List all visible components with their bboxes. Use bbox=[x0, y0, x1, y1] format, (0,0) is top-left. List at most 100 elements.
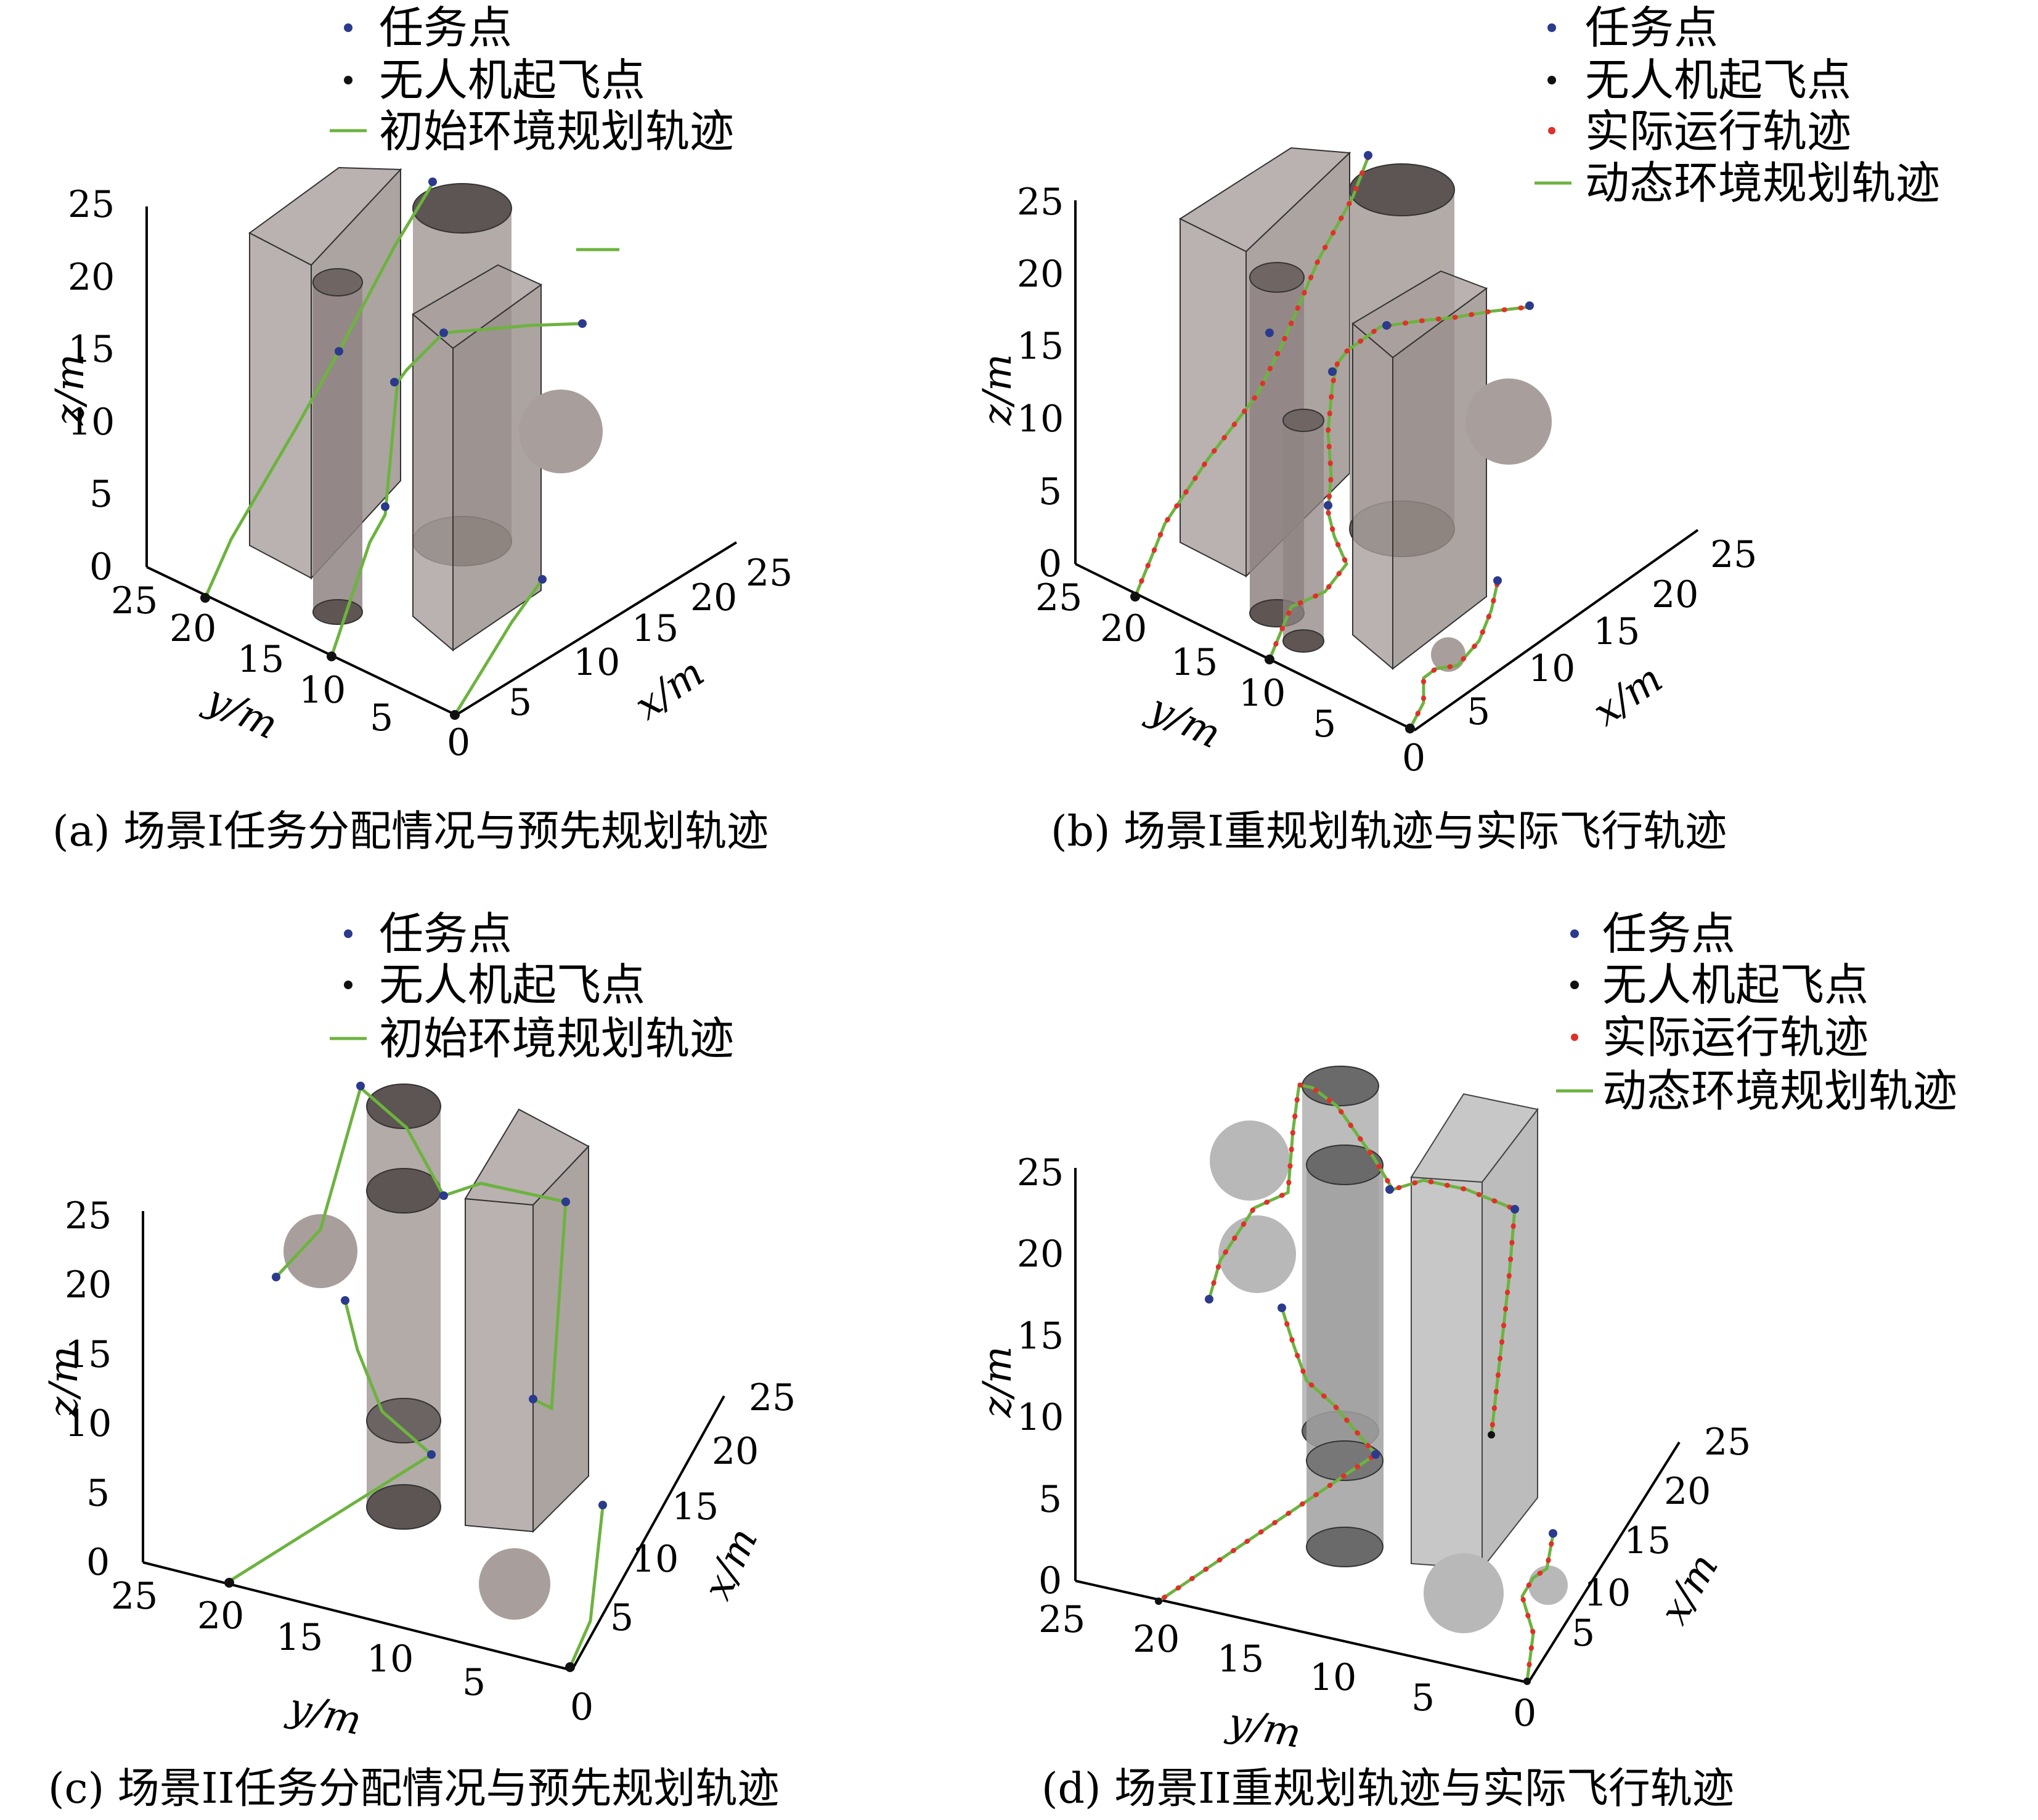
y-tick: 10 bbox=[1310, 1656, 1356, 1699]
axes-b bbox=[1074, 200, 1699, 732]
z-tick: 15 bbox=[1017, 325, 1064, 368]
y-tick: 5 bbox=[462, 1661, 486, 1704]
path-uav4-d bbox=[1520, 1534, 1555, 1682]
y-tick: 10 bbox=[367, 1638, 414, 1681]
y-tick: 25 bbox=[1035, 576, 1082, 619]
z-axis-label: z/m bbox=[975, 1346, 1021, 1418]
panel-c: 任务点 无人机起飞点 初始环境规划轨迹 0 5 10 15 20 25 z/m … bbox=[41, 908, 796, 1813]
x-tick: 25 bbox=[1704, 1421, 1751, 1464]
path-uav2-a bbox=[330, 322, 583, 657]
task-point bbox=[578, 319, 587, 328]
y-axis-line bbox=[142, 1561, 573, 1671]
x-tick: 10 bbox=[1528, 647, 1575, 690]
actual-uav2-b bbox=[1267, 304, 1532, 662]
x-tick: 10 bbox=[573, 641, 620, 684]
y-tick: 25 bbox=[111, 1575, 158, 1618]
takeoff-point bbox=[450, 710, 460, 720]
actual-uav2-d bbox=[1156, 1305, 1379, 1604]
y-axis-label: y/m bbox=[283, 1684, 365, 1745]
takeoff-point bbox=[1405, 724, 1415, 733]
z-tick: 5 bbox=[1038, 470, 1062, 513]
obstacle-sphere-d1 bbox=[1210, 1120, 1290, 1201]
obstacle-sphere-d3 bbox=[1424, 1553, 1504, 1633]
y-tick: 20 bbox=[1100, 607, 1147, 650]
panel-a: 任务点 无人机起飞点 初始环境规划轨迹 0 5 10 15 20 25 z/m … bbox=[47, 2, 793, 856]
y-tick: 15 bbox=[1217, 1638, 1264, 1681]
legend-label-actual: 实际运行轨迹 bbox=[1585, 105, 1851, 157]
x-ticks-a: 5 10 15 20 25 bbox=[508, 552, 793, 724]
task-point bbox=[1371, 1450, 1380, 1459]
y-ticks-c: 25 20 15 10 5 0 bbox=[111, 1575, 593, 1729]
caption-d: (d) 场景II重规划轨迹与实际飞行轨迹 bbox=[1041, 1765, 1734, 1813]
legend-marker-takeoff bbox=[344, 76, 353, 84]
legend-label-task: 任务点 bbox=[379, 908, 512, 960]
actual-path-d bbox=[1156, 1082, 1555, 1684]
y-axis-line bbox=[146, 566, 457, 716]
z-tick: 25 bbox=[68, 183, 115, 226]
z-tick: 25 bbox=[1017, 1151, 1064, 1194]
legend-marker-task bbox=[1570, 929, 1579, 938]
x-tick: 25 bbox=[746, 552, 793, 595]
legend-label-takeoff: 无人机起飞点 bbox=[379, 959, 645, 1011]
legend-marker-takeoff bbox=[1570, 981, 1579, 989]
task-point bbox=[1510, 1205, 1519, 1214]
takeoff-point bbox=[327, 651, 336, 661]
y-tick: 15 bbox=[237, 638, 284, 681]
z-tick: 0 bbox=[89, 545, 113, 589]
task-point bbox=[598, 1501, 607, 1509]
actual-path-b bbox=[1133, 155, 1532, 731]
y-tick: 15 bbox=[276, 1616, 323, 1659]
y-tick: 10 bbox=[1239, 672, 1286, 715]
x-ticks-c: 5 10 15 20 25 bbox=[610, 1376, 796, 1639]
legend-label-takeoff: 无人机起飞点 bbox=[379, 54, 645, 106]
z-ticks-a: 0 5 10 15 20 25 bbox=[68, 183, 115, 589]
obstacle-sphere-c2 bbox=[479, 1548, 550, 1620]
z-tick: 5 bbox=[86, 1472, 110, 1515]
legend-marker-task bbox=[344, 23, 353, 32]
obstacle-box-a2 bbox=[412, 264, 542, 652]
z-tick: 0 bbox=[1038, 542, 1062, 586]
takeoff-point bbox=[565, 1662, 575, 1672]
obstacle-box-c bbox=[464, 1108, 590, 1533]
task-point bbox=[356, 1082, 365, 1090]
x-axis-line bbox=[571, 1395, 725, 1671]
task-point bbox=[1278, 1304, 1286, 1312]
y-tick: 5 bbox=[370, 696, 393, 740]
obstacle-sphere-a bbox=[519, 390, 603, 473]
takeoff-point bbox=[1488, 1431, 1495, 1438]
z-tick: 0 bbox=[86, 1541, 110, 1584]
y-axis-line bbox=[1075, 1580, 1529, 1684]
y-tick: 0 bbox=[447, 721, 470, 764]
x-tick: 5 bbox=[508, 681, 532, 724]
x-axis-line bbox=[455, 541, 738, 716]
task-point bbox=[439, 328, 448, 337]
takeoff-point bbox=[224, 1578, 234, 1588]
obstacle-box-d bbox=[1410, 1093, 1539, 1570]
x-tick: 5 bbox=[610, 1596, 634, 1639]
y-axis-line bbox=[1075, 563, 1415, 732]
caption-b: (b) 场景I重规划轨迹与实际飞行轨迹 bbox=[1051, 807, 1727, 856]
task-point bbox=[439, 1191, 448, 1200]
y-tick: 5 bbox=[1313, 703, 1336, 746]
z-tick: 15 bbox=[65, 1333, 112, 1376]
obstacle-cylinder-c1 bbox=[366, 1083, 441, 1530]
y-tick: 10 bbox=[299, 669, 346, 712]
task-point bbox=[1385, 1185, 1394, 1194]
z-tick: 20 bbox=[1017, 253, 1064, 296]
z-tick: 5 bbox=[89, 473, 113, 516]
legend-marker-task bbox=[1547, 23, 1556, 32]
task-point bbox=[390, 378, 399, 386]
z-ticks-d: 0 5 10 15 20 25 bbox=[1017, 1151, 1064, 1602]
task-point bbox=[335, 347, 343, 356]
axes-a bbox=[145, 206, 738, 716]
x-axis-line bbox=[1527, 1441, 1681, 1684]
x-tick: 20 bbox=[712, 1430, 759, 1473]
task-point bbox=[1525, 301, 1534, 310]
task-points-b bbox=[1265, 151, 1534, 585]
z-axis-label: z/m bbox=[41, 1346, 87, 1418]
actual-uav1-d bbox=[1207, 1082, 1517, 1302]
legend-label-task: 任务点 bbox=[379, 2, 512, 54]
task-point bbox=[1328, 367, 1337, 376]
x-axis-label: x/m bbox=[627, 650, 712, 729]
takeoff-point bbox=[1155, 1598, 1162, 1605]
